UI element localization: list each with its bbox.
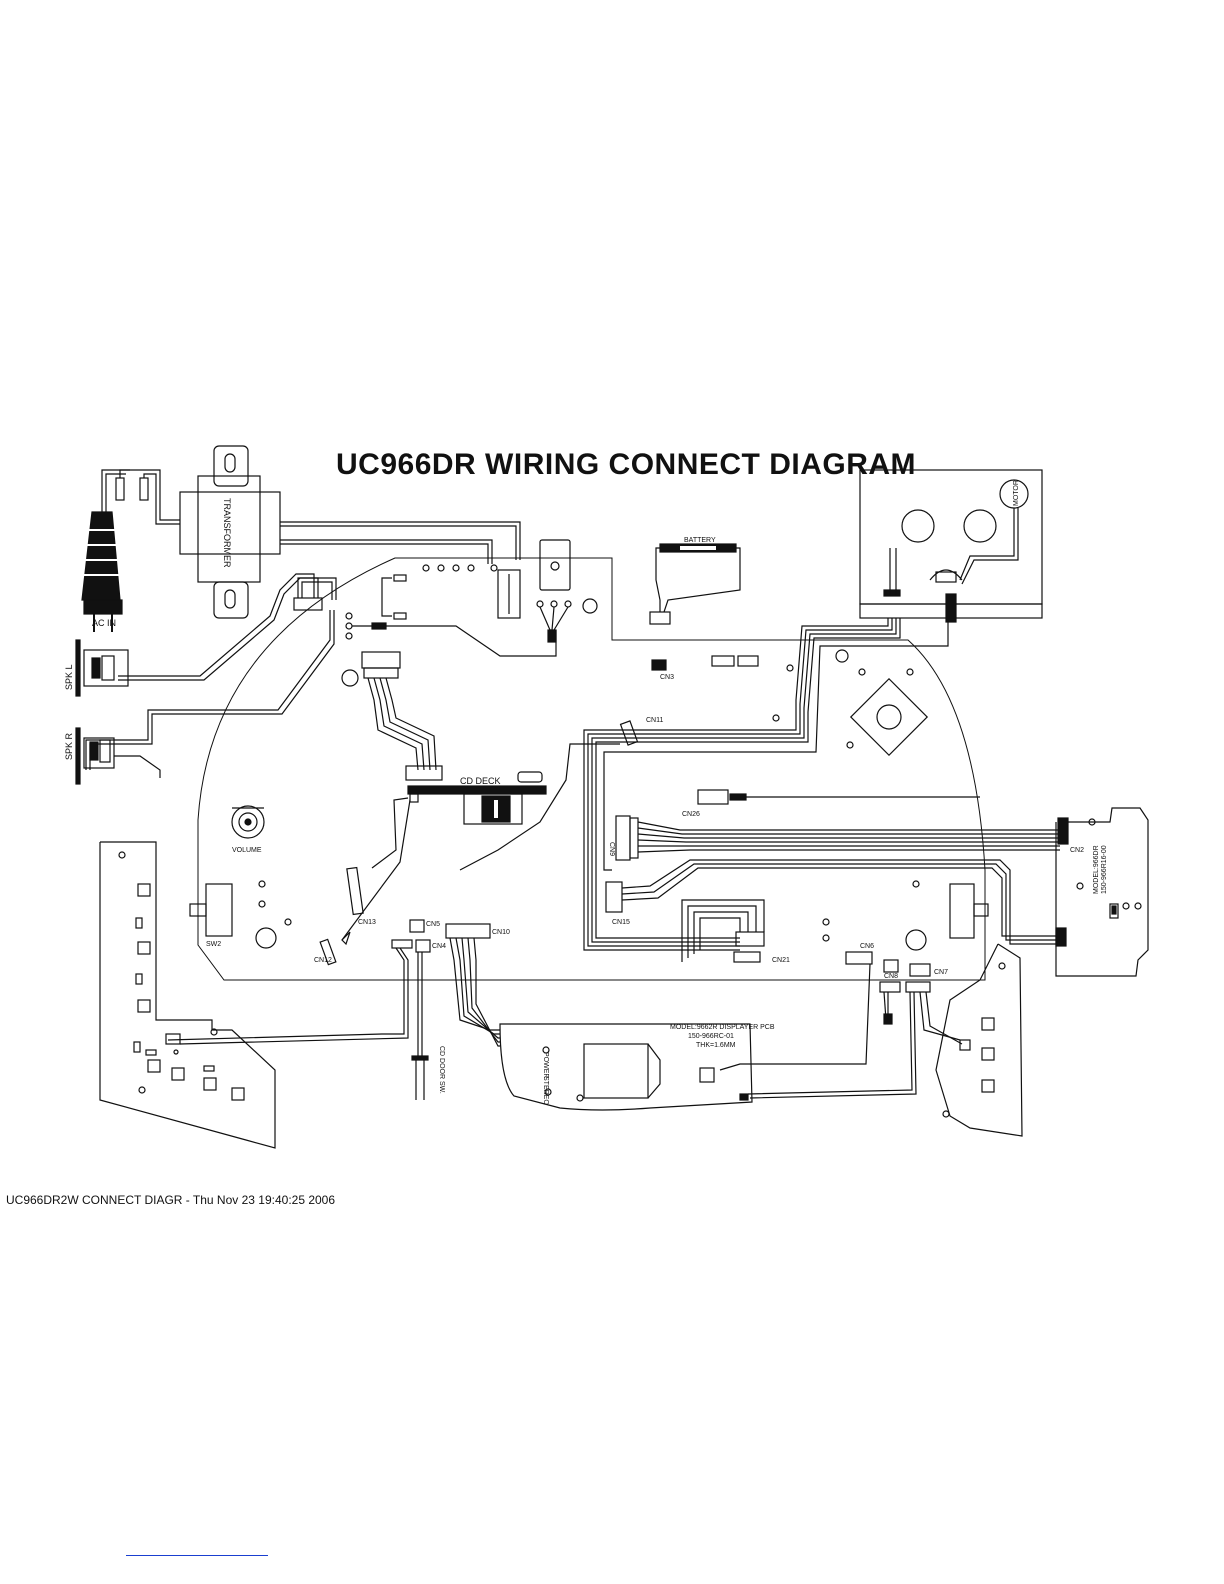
cn15-label: CN15 [612, 919, 630, 926]
left-key-panel [99, 841, 276, 1149]
stereo-label: STEREO [542, 1076, 549, 1105]
cn21-label: CN21 [772, 957, 790, 964]
speaker-left [75, 639, 129, 697]
volume-label: VOLUME [232, 847, 262, 854]
cn10-label: CN10 [492, 929, 510, 936]
cn13-label: CN13 [358, 919, 376, 926]
cn26-label: CN26 [682, 811, 700, 818]
battery [649, 543, 741, 625]
right-pcb [1055, 807, 1149, 977]
cd-deck-label: CD DECK [460, 776, 501, 786]
motor-label: MOTOR [1013, 480, 1020, 506]
cn7-label: CN7 [934, 969, 948, 976]
right-key-panel [935, 943, 1023, 1137]
display-pcb-thk: THK=1.6MM [696, 1042, 736, 1049]
transformer [179, 445, 281, 619]
cn11-label: CN11 [646, 717, 663, 724]
display-pcb-model: MODEL:9662R DISPLAYER PCB [670, 1024, 775, 1031]
cn12-label: CN12 [314, 957, 332, 964]
cn8-label: CN8 [884, 973, 898, 980]
display-pcb [499, 1023, 753, 1111]
battery-label: BATTERY [684, 537, 716, 544]
spk-r-label: SPK R [64, 732, 74, 760]
cn4-label: CN4 [432, 943, 446, 950]
cn5-label: CN5 [426, 921, 440, 928]
ac-plug [81, 469, 180, 632]
cn6-label: CN6 [860, 943, 874, 950]
footer-caption: UC966DR2W CONNECT DIAGR - Thu Nov 23 19:… [6, 1193, 335, 1207]
display-pcb-part: 150-966RC-01 [688, 1033, 734, 1040]
main-pcb [197, 557, 986, 981]
cn2-label: CN2 [1070, 847, 1084, 854]
cn9-label: CN9 [608, 842, 615, 856]
right-pcb-model: MODEL:966DR [1093, 845, 1100, 894]
power-label: POWER [542, 1052, 549, 1078]
diagram-title: UC966DR WIRING CONNECT DIAGRAM [336, 448, 916, 481]
sw2-label: SW2 [206, 941, 221, 948]
ac-in-label: AC IN [92, 618, 116, 628]
motor-board [859, 469, 1043, 623]
footer-link-underline[interactable] [126, 1555, 268, 1556]
transformer-label: TRANSFORMER [222, 498, 232, 568]
cd-deck [407, 771, 547, 825]
spk-l-label: SPK L [64, 664, 74, 690]
right-pcb-part: 150-966R16-00 [1101, 845, 1108, 894]
speaker-right [75, 727, 161, 785]
volume-knob [231, 805, 265, 839]
cd-door-sw-label: CD DOOR SW. [438, 1046, 445, 1094]
cn3-label: CN3 [660, 674, 674, 681]
